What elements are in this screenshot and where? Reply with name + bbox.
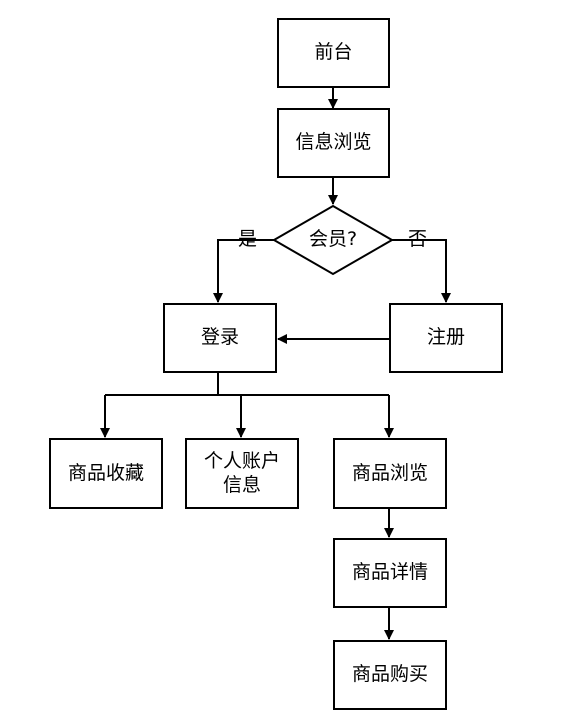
decision-member-shape [271, 204, 395, 276]
node-product-detail: 商品详情 [333, 538, 447, 608]
node-product-detail-label: 商品详情 [351, 561, 428, 584]
node-product-buy: 商品购买 [333, 640, 447, 710]
edge-member-yes-to-login [213, 239, 274, 303]
node-product-browse-label: 商品浏览 [351, 461, 428, 484]
node-browse-info-label: 信息浏览 [295, 131, 372, 154]
edge-member-no-to-register [392, 239, 451, 303]
node-register: 注册 [389, 303, 503, 373]
node-product-buy-label: 商品购买 [351, 663, 428, 686]
node-browse-info: 信息浏览 [277, 108, 390, 178]
node-favorites-label: 商品收藏 [67, 461, 144, 484]
edge-label-no: 否 [408, 228, 428, 250]
node-front: 前台 [277, 18, 390, 88]
node-account-label: 个人账户 信息 [203, 449, 280, 496]
edge-label-yes: 是 [238, 228, 258, 250]
node-login: 登录 [163, 303, 277, 373]
decision-member-label: 会员? [308, 228, 358, 250]
node-register-label: 注册 [426, 326, 465, 349]
node-account: 个人账户 信息 [185, 438, 299, 509]
node-favorites: 商品收藏 [49, 438, 163, 509]
node-login-label: 登录 [200, 326, 239, 349]
node-product-browse: 商品浏览 [333, 438, 447, 509]
node-front-label: 前台 [314, 41, 353, 64]
